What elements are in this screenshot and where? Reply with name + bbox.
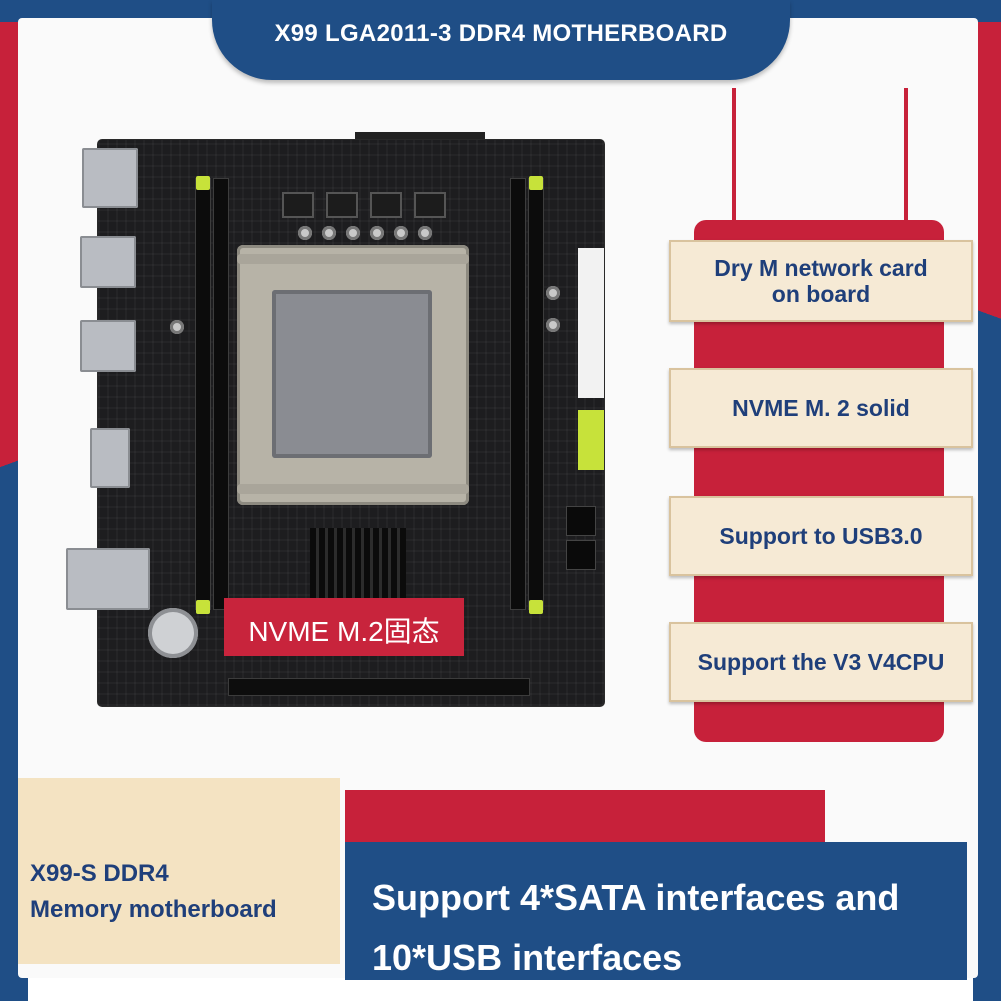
dimm-slot-right-b (528, 178, 544, 610)
capacitor (170, 320, 184, 334)
capacitor (346, 226, 360, 240)
chipset-heatsink (310, 528, 406, 598)
nvme-label-text: NVME M.2固态 (248, 616, 440, 647)
model-line: X99-S DDR4 (30, 860, 169, 887)
connector-line-left (732, 88, 736, 226)
capacitor (370, 226, 384, 240)
dimm-clip (196, 600, 210, 614)
dimm-slot-left-a (195, 178, 211, 610)
feature-text: NVME M. 2 solid (732, 395, 910, 421)
atx-power-connector (578, 248, 604, 398)
dimm-slot-left-b (213, 178, 229, 610)
nvme-slot-label: NVME M.2固态 (224, 598, 464, 656)
capacitor (322, 226, 336, 240)
io-port-usb3-a (80, 236, 136, 288)
feature-cpu-support: Support the V3 V4CPU (669, 622, 973, 702)
io-port-usb3-b (80, 320, 136, 372)
capacitor (546, 286, 560, 300)
support-line: Support 4*SATA interfaces and (372, 877, 900, 918)
vrm-choke (282, 192, 314, 218)
bottom-red-band (345, 790, 825, 842)
capacitor (418, 226, 432, 240)
model-description: X99-S DDR4 Memory motherboard (30, 856, 277, 928)
support-description: Support 4*SATA interfaces and 10*USB int… (372, 868, 899, 988)
dimm-slot-right-a (510, 178, 526, 610)
feature-text: Support to USB3.0 (719, 523, 923, 549)
front-panel-header (578, 410, 604, 470)
io-port-vga (66, 548, 150, 610)
dimm-clip (196, 176, 210, 190)
support-panel (345, 842, 967, 980)
support-line: 10*USB interfaces (372, 937, 683, 978)
sata-port (566, 506, 596, 536)
title-banner: X99 LGA2011-3 DDR4 MOTHERBOARD (212, 0, 790, 80)
cpu-socket-plate (272, 290, 432, 458)
pcie-slot (228, 678, 530, 696)
feature-nvme: NVME M. 2 solid (669, 368, 973, 448)
socket-lever-top (237, 254, 469, 264)
capacitor (298, 226, 312, 240)
capacitor (394, 226, 408, 240)
dimm-clip (529, 600, 543, 614)
io-port-ethernet (90, 428, 130, 488)
model-line: Memory motherboard (30, 896, 277, 923)
capacitor (546, 318, 560, 332)
sata-port (566, 540, 596, 570)
feature-usb3: Support to USB3.0 (669, 496, 973, 576)
io-port-usb2 (82, 148, 138, 208)
model-panel (18, 778, 340, 964)
vrm-choke (414, 192, 446, 218)
vrm-choke (326, 192, 358, 218)
vrm-choke (370, 192, 402, 218)
page-title: X99 LGA2011-3 DDR4 MOTHERBOARD (274, 20, 728, 47)
socket-lever-bottom (237, 484, 469, 494)
dimm-clip (529, 176, 543, 190)
feature-text: Dry M network card (714, 255, 928, 281)
cmos-battery (148, 608, 198, 658)
feature-network-card: Dry M network card on board (669, 240, 973, 322)
connector-line-right (904, 88, 908, 226)
feature-text: Support the V3 V4CPU (697, 649, 945, 675)
feature-text: on board (771, 281, 871, 307)
